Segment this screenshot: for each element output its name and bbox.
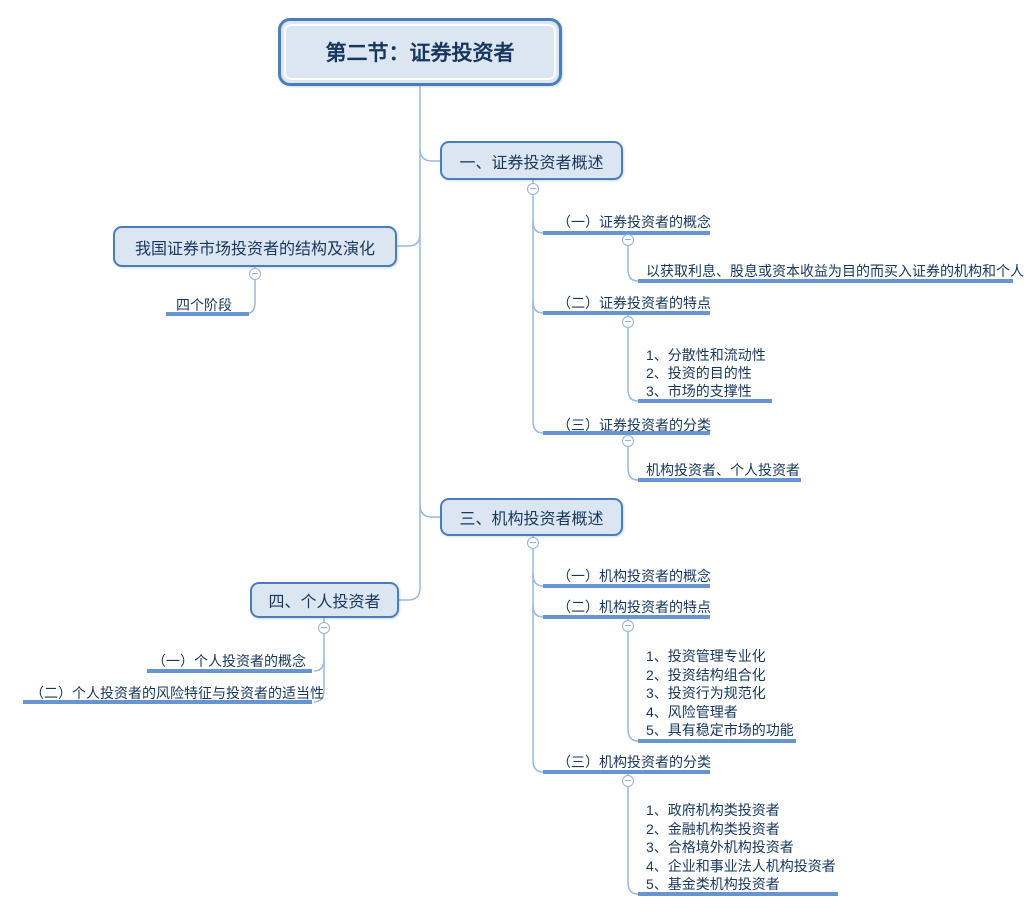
topic-label: 三、机构投资者概述 [459, 511, 604, 528]
b3-child2-curve [532, 604, 544, 618]
b3-down-line [532, 549, 544, 773]
b4-down-line [313, 634, 325, 703]
root-topic-label: 第二节：证券投资者 [325, 42, 515, 65]
note-line: 4、企业和事业法人机构投资者 [646, 857, 836, 874]
leaf-b3-classification-note[interactable]: 1、政府机构类投资者 2、金融机构类投资者 3、合格境外机构投资者 4、企业和事… [646, 801, 836, 894]
note-line: 2、金融机构类投资者 [646, 820, 780, 837]
branch-line-institutional [419, 504, 440, 518]
leaf-b4-risk-suitability[interactable]: （二）个人投资者的风险特征与投资者的适当性 [30, 685, 324, 701]
leaf-b3-concept[interactable]: （一）机构投资者的概念 [557, 568, 711, 584]
b2-down-line [244, 280, 256, 315]
topic-securities-investor-overview[interactable]: 一、证券投资者概述 [440, 141, 623, 180]
collapse-toggle-icon[interactable] [527, 183, 539, 195]
note-line: 3、合格境外机构投资者 [646, 839, 794, 856]
collapse-toggle-icon[interactable] [622, 435, 634, 447]
topic-label: 一、证券投资者概述 [459, 154, 604, 172]
branch-line-structure [397, 233, 421, 247]
leaf-b1-classification[interactable]: （三）证券投资者的分类 [557, 417, 711, 433]
b1-child1-curve [532, 220, 544, 234]
leaf-b1-features-note[interactable]: 1、分散性和流动性 2、投资的目的性 3、市场的支撑性 [646, 346, 766, 400]
collapse-toggle-icon[interactable] [622, 316, 634, 328]
leaf-b1-concept-note[interactable]: 以获取利息、股息或资本收益为目的而买入证券的机构和个人 [646, 263, 1024, 279]
root-topic[interactable]: 第二节：证券投资者 [278, 18, 562, 86]
note-line: 3、市场的支撑性 [646, 383, 752, 399]
b1c1-down-line [627, 246, 639, 282]
b1c2-down-line [627, 315, 639, 402]
leaf-b1-classification-note[interactable]: 机构投资者、个人投资者 [646, 462, 800, 478]
b3c2-down-line [627, 619, 639, 742]
leaf-b3-features-note[interactable]: 1、投资管理专业化 2、投资结构组合化 3、投资行为规范化 4、风险管理者 5、… [646, 647, 794, 740]
collapse-toggle-icon[interactable] [318, 622, 330, 634]
topic-institutional-investor-overview[interactable]: 三、机构投资者概述 [440, 498, 623, 536]
leaf-b4-concept[interactable]: （一）个人投资者的概念 [152, 653, 306, 669]
collapse-toggle-icon[interactable] [527, 537, 539, 549]
b3-child1-curve [532, 573, 544, 587]
topic-individual-investor[interactable]: 四、个人投资者 [250, 582, 399, 618]
note-line: 3、投资行为规范化 [646, 685, 766, 702]
leaf-b1-features[interactable]: （二）证券投资者的特点 [557, 295, 711, 311]
b1-child2-curve [532, 300, 544, 314]
leaf-b2-four-stages[interactable]: 四个阶段 [176, 297, 232, 313]
note-line: 5、具有稳定市场的功能 [646, 722, 794, 739]
collapse-toggle-icon[interactable] [622, 620, 634, 632]
branch-line-overview [419, 148, 440, 162]
topic-label: 我国证券市场投资者的结构及演化 [134, 240, 375, 258]
note-line: 5、基金类机构投资者 [646, 876, 780, 893]
note-line: 2、投资结构组合化 [646, 666, 766, 683]
note-line: 4、风险管理者 [646, 703, 738, 720]
topic-label: 四、个人投资者 [268, 594, 381, 611]
topic-market-investor-structure[interactable]: 我国证券市场投资者的结构及演化 [113, 226, 397, 267]
note-line: 1、分散性和流动性 [646, 347, 766, 363]
leaf-b3-classification[interactable]: （三）机构投资者的分类 [557, 754, 711, 770]
b1-down-line [532, 195, 544, 434]
note-line: 1、投资管理专业化 [646, 648, 766, 664]
leaf-b1-concept[interactable]: （一）证券投资者的概念 [557, 214, 711, 230]
leaf-b3-features[interactable]: （二）机构投资者的特点 [557, 599, 711, 615]
note-line: 1、政府机构类投资者 [646, 802, 780, 818]
b4-child1-curve [313, 658, 325, 672]
collapse-toggle-icon[interactable] [622, 775, 634, 787]
b3c3-down-line [627, 774, 639, 895]
note-line: 2、投资的目的性 [646, 365, 752, 381]
collapse-toggle-icon[interactable] [249, 268, 261, 280]
collapse-toggle-icon[interactable] [622, 234, 634, 246]
trunk-line [399, 86, 421, 601]
